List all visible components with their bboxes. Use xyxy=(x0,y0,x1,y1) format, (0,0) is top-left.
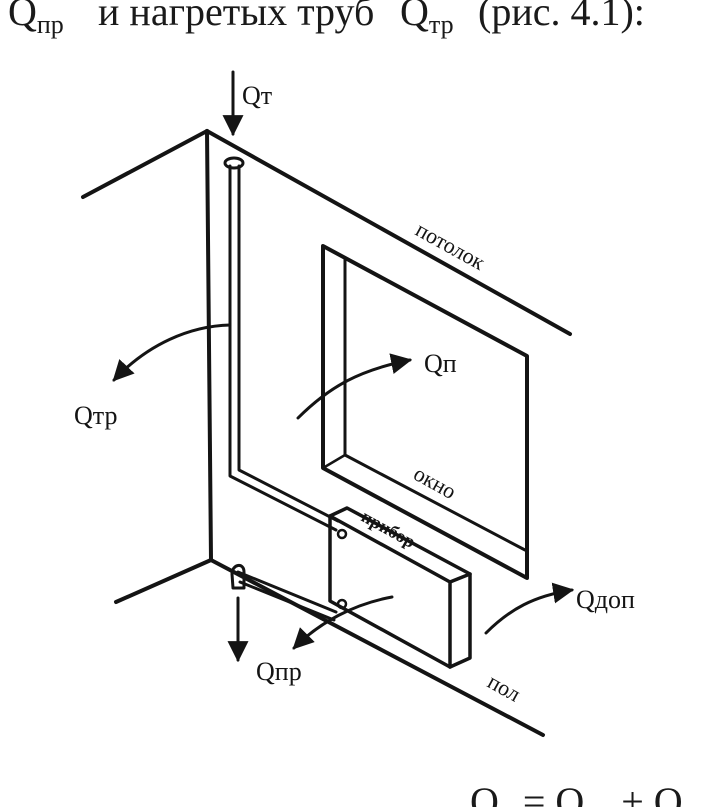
supply-pipe-inner xyxy=(237,164,340,523)
header-text: Qпр и нагретых труб Qтр (рис. 4.1): xyxy=(0,0,705,44)
header-q-tr: Qтр xyxy=(400,0,454,39)
label-q-t: Qт xyxy=(242,81,272,110)
left-floor-edge xyxy=(114,558,213,604)
label-window: окно xyxy=(410,461,461,504)
label-q-dop: Qдоп xyxy=(576,585,635,614)
return-elbow xyxy=(230,564,246,590)
header-tail: (рис. 4.1): xyxy=(478,0,645,34)
header-middle: и нагретых труб xyxy=(98,0,375,34)
radiator-side xyxy=(448,572,472,669)
riser-top-fitting xyxy=(223,156,245,170)
window-inner-reveal xyxy=(343,258,527,552)
window-outer-frame xyxy=(321,244,529,580)
header-q-pr: Qпр xyxy=(8,0,64,39)
return-pipe-upper xyxy=(236,570,338,614)
window-sill-edge xyxy=(321,453,347,470)
arrow-q-dop xyxy=(484,582,575,635)
ceiling-line xyxy=(205,129,572,336)
radiator-top xyxy=(328,506,472,584)
supply-pipe-outer xyxy=(228,164,338,532)
label-floor: пол xyxy=(484,669,525,707)
radiator-inlet-fitting xyxy=(336,528,348,540)
radiator-outlet-fitting xyxy=(336,598,348,610)
return-pipe-lower xyxy=(238,580,336,622)
floor-line xyxy=(209,558,545,737)
arrow-q-pr xyxy=(292,595,394,650)
label-q-p: Qп xyxy=(424,349,457,378)
footer-formula: Qп = Qпр + Q xyxy=(470,779,683,807)
left-ceiling-edge xyxy=(81,129,209,199)
label-q-tr: Qтр xyxy=(74,401,117,430)
corner-vertical-line xyxy=(205,129,213,562)
label-q-pr: Qпр xyxy=(256,657,302,686)
arrow-q-tr xyxy=(112,323,232,382)
arrow-q-p xyxy=(296,353,413,420)
